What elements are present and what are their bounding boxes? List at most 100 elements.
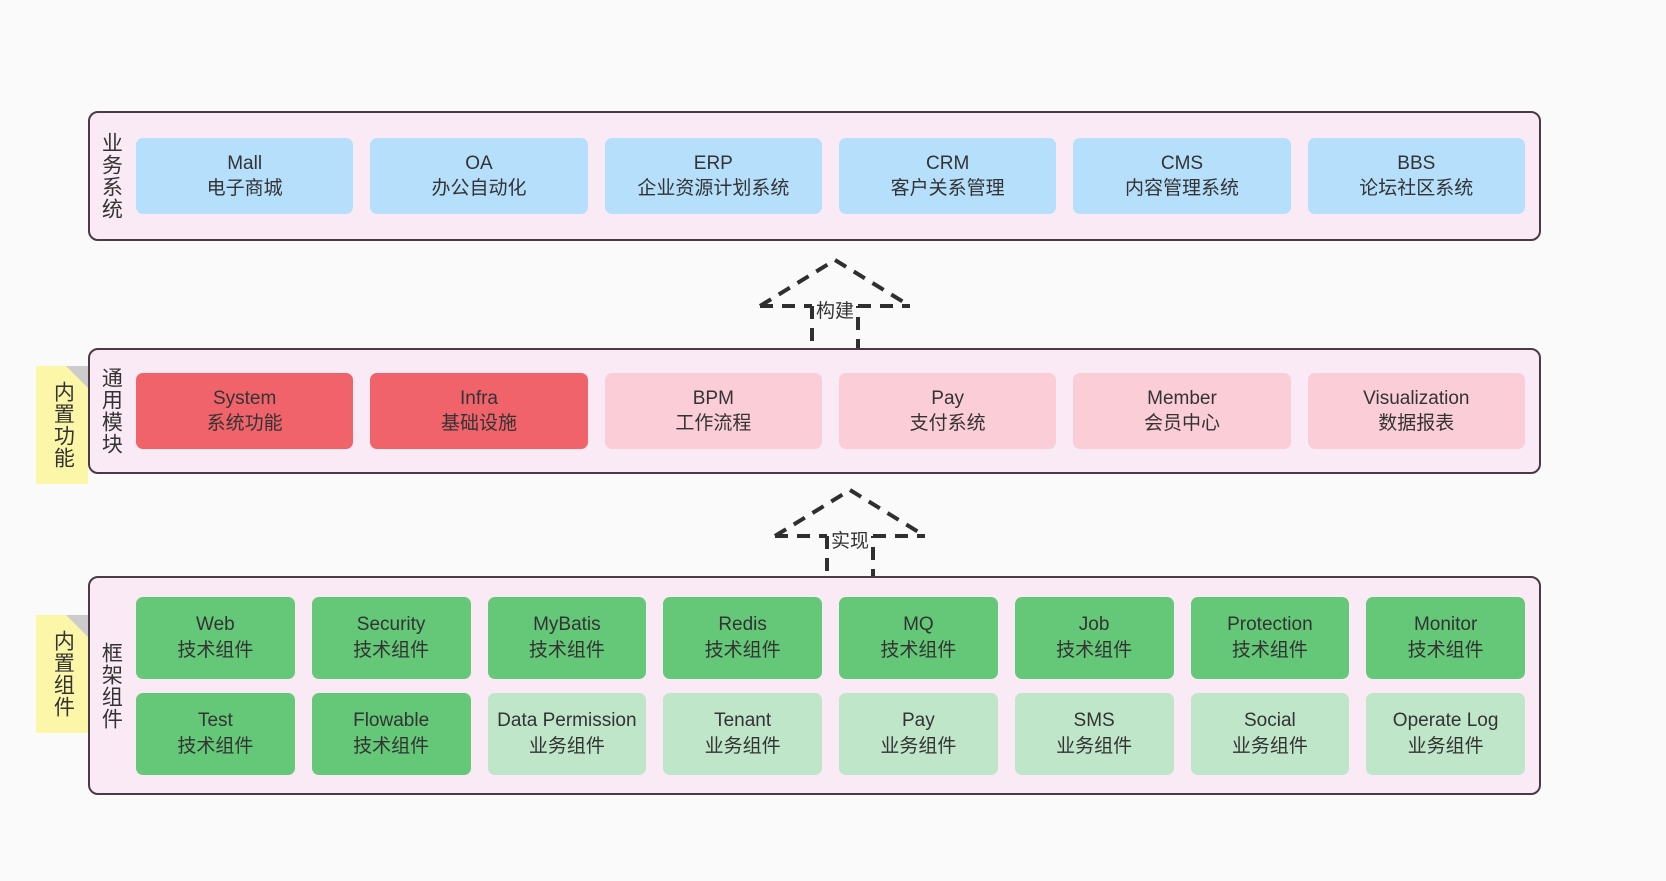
cell-row: Mall 电子商城 OA 办公自动化 ERP 企业资源计划系统 CRM 客户关系… (136, 138, 1525, 214)
node-title: System (212, 387, 277, 409)
node-system[interactable]: System 系统功能 (136, 373, 354, 449)
layer-common-module: 通用模块 System 系统功能 Infra 基础设施 BPM 工作流程 Pay… (88, 348, 1541, 474)
node-subtitle: 技术组件 (353, 639, 430, 661)
node-title: Redis (718, 614, 767, 636)
node-title: Security (356, 614, 426, 636)
node-protection[interactable]: Protection 技术组件 (1190, 596, 1350, 679)
node-crm[interactable]: CRM 客户关系管理 (838, 138, 1057, 214)
node-subtitle: 技术组件 (177, 639, 254, 661)
cell-row: Test 技术组件 Flowable 技术组件 Data Permission … (136, 692, 1525, 775)
node-title: MyBatis (533, 614, 601, 636)
layer-cells-common-module: System 系统功能 Infra 基础设施 BPM 工作流程 Pay 支付系统… (130, 350, 1539, 472)
node-infra[interactable]: Infra 基础设施 (370, 373, 588, 449)
node-title: Member (1147, 387, 1217, 409)
note-label: 内置组件 (51, 630, 75, 718)
node-bbs[interactable]: BBS 论坛社区系统 (1307, 138, 1525, 214)
node-bpm[interactable]: BPM 工作流程 (604, 373, 822, 449)
node-pay[interactable]: Pay 支付系统 (838, 373, 1057, 449)
node-subtitle: 业务组件 (704, 735, 781, 757)
node-subtitle: 电子商城 (206, 178, 283, 199)
arrow-implement: 实现 (773, 487, 927, 582)
arrow-label-implement: 实现 (830, 531, 869, 552)
node-title: MQ (903, 614, 934, 636)
node-subtitle: 内容管理系统 (1124, 178, 1239, 199)
node-member[interactable]: Member 会员中心 (1073, 373, 1291, 449)
node-job[interactable]: Job 技术组件 (1014, 596, 1174, 679)
node-visualization[interactable]: Visualization 数据报表 (1307, 373, 1525, 449)
note-label: 内置功能 (51, 381, 75, 469)
arrow-build: 构建 (758, 257, 912, 352)
node-subtitle: 基础设施 (440, 413, 517, 434)
arrow-head-shape (758, 257, 912, 308)
node-subtitle: 支付系统 (909, 413, 986, 434)
node-flowable[interactable]: Flowable 技术组件 (311, 692, 471, 775)
node-subtitle: 系统功能 (206, 413, 283, 434)
node-sms[interactable]: SMS 业务组件 (1014, 692, 1174, 775)
cell-row: System 系统功能 Infra 基础设施 BPM 工作流程 Pay 支付系统… (136, 373, 1525, 449)
node-title: Test (197, 710, 233, 732)
node-title: Pay (902, 710, 935, 732)
node-title: OA (465, 152, 493, 174)
layer-framework-component: 框架组件 Web 技术组件 Security 技术组件 MyBatis 技术组件… (88, 576, 1541, 795)
node-subtitle: 技术组件 (177, 735, 254, 757)
node-security[interactable]: Security 技术组件 (311, 596, 471, 679)
node-title: SMS (1073, 710, 1115, 732)
node-social[interactable]: Social 业务组件 (1190, 692, 1350, 775)
node-mq[interactable]: MQ 技术组件 (839, 596, 998, 679)
node-subtitle: 业务组件 (1407, 735, 1484, 757)
note-builtin-component[interactable]: 内置组件 (36, 615, 88, 733)
node-subtitle: 论坛社区系统 (1359, 178, 1474, 199)
node-subtitle: 工作流程 (675, 413, 752, 434)
node-oa[interactable]: OA 办公自动化 (370, 138, 588, 214)
node-title: Pay (931, 387, 965, 409)
node-subtitle: 技术组件 (704, 639, 781, 661)
node-redis[interactable]: Redis 技术组件 (663, 596, 822, 679)
node-erp[interactable]: ERP 企业资源计划系统 (604, 138, 822, 214)
node-subtitle: 技术组件 (1231, 639, 1308, 661)
node-subtitle: 数据报表 (1378, 413, 1455, 434)
arrow-head-shape (773, 487, 927, 538)
arrow-label-build: 构建 (815, 301, 854, 322)
node-subtitle: 技术组件 (1407, 639, 1484, 661)
node-mybatis[interactable]: MyBatis 技术组件 (487, 596, 647, 679)
node-title: Protection (1227, 614, 1313, 636)
node-web[interactable]: Web 技术组件 (136, 596, 295, 679)
node-title: Data Permission (497, 710, 637, 732)
node-title: Operate Log (1392, 710, 1499, 732)
node-subtitle: 业务组件 (1056, 735, 1133, 757)
node-data-permission[interactable]: Data Permission 业务组件 (487, 692, 647, 775)
node-title: Tenant (714, 710, 772, 732)
layer-business-system: 业务系统 Mall 电子商城 OA 办公自动化 ERP 企业资源计划系统 CRM… (88, 111, 1541, 241)
node-subtitle: 企业资源计划系统 (637, 178, 790, 199)
layer-cells-business-system: Mall 电子商城 OA 办公自动化 ERP 企业资源计划系统 CRM 客户关系… (130, 113, 1539, 239)
note-builtin-function[interactable]: 内置功能 (36, 366, 88, 484)
node-title: ERP (693, 152, 733, 174)
node-subtitle: 业务组件 (528, 735, 605, 757)
node-title: Social (1244, 710, 1296, 732)
node-subtitle: 会员中心 (1143, 413, 1220, 434)
layer-title-framework-component: 框架组件 (99, 641, 123, 730)
layer-title-business-system: 业务系统 (99, 132, 123, 220)
node-title: Infra (459, 387, 498, 409)
layer-title-common-module: 通用模块 (99, 367, 123, 455)
node-title: CMS (1160, 152, 1204, 174)
node-title: Monitor (1413, 614, 1478, 636)
node-cms[interactable]: CMS 内容管理系统 (1073, 138, 1291, 214)
node-subtitle: 技术组件 (528, 639, 605, 661)
node-title: Web (196, 614, 235, 636)
node-title: Flowable (353, 710, 430, 732)
cell-row: Web 技术组件 Security 技术组件 MyBatis 技术组件 Redi… (136, 596, 1525, 679)
node-mall[interactable]: Mall 电子商城 (136, 138, 354, 214)
node-tenant[interactable]: Tenant 业务组件 (663, 692, 822, 775)
node-title: Visualization (1363, 387, 1470, 409)
node-subtitle: 业务组件 (1231, 735, 1308, 757)
node-operate-log[interactable]: Operate Log 业务组件 (1366, 692, 1525, 775)
node-title: CRM (926, 152, 970, 174)
node-monitor[interactable]: Monitor 技术组件 (1366, 596, 1525, 679)
node-subtitle: 技术组件 (1056, 639, 1133, 661)
node-test[interactable]: Test 技术组件 (136, 692, 295, 775)
node-title: BPM (692, 387, 734, 409)
node-subtitle: 技术组件 (880, 639, 957, 661)
node-pay-business[interactable]: Pay 业务组件 (839, 692, 998, 775)
